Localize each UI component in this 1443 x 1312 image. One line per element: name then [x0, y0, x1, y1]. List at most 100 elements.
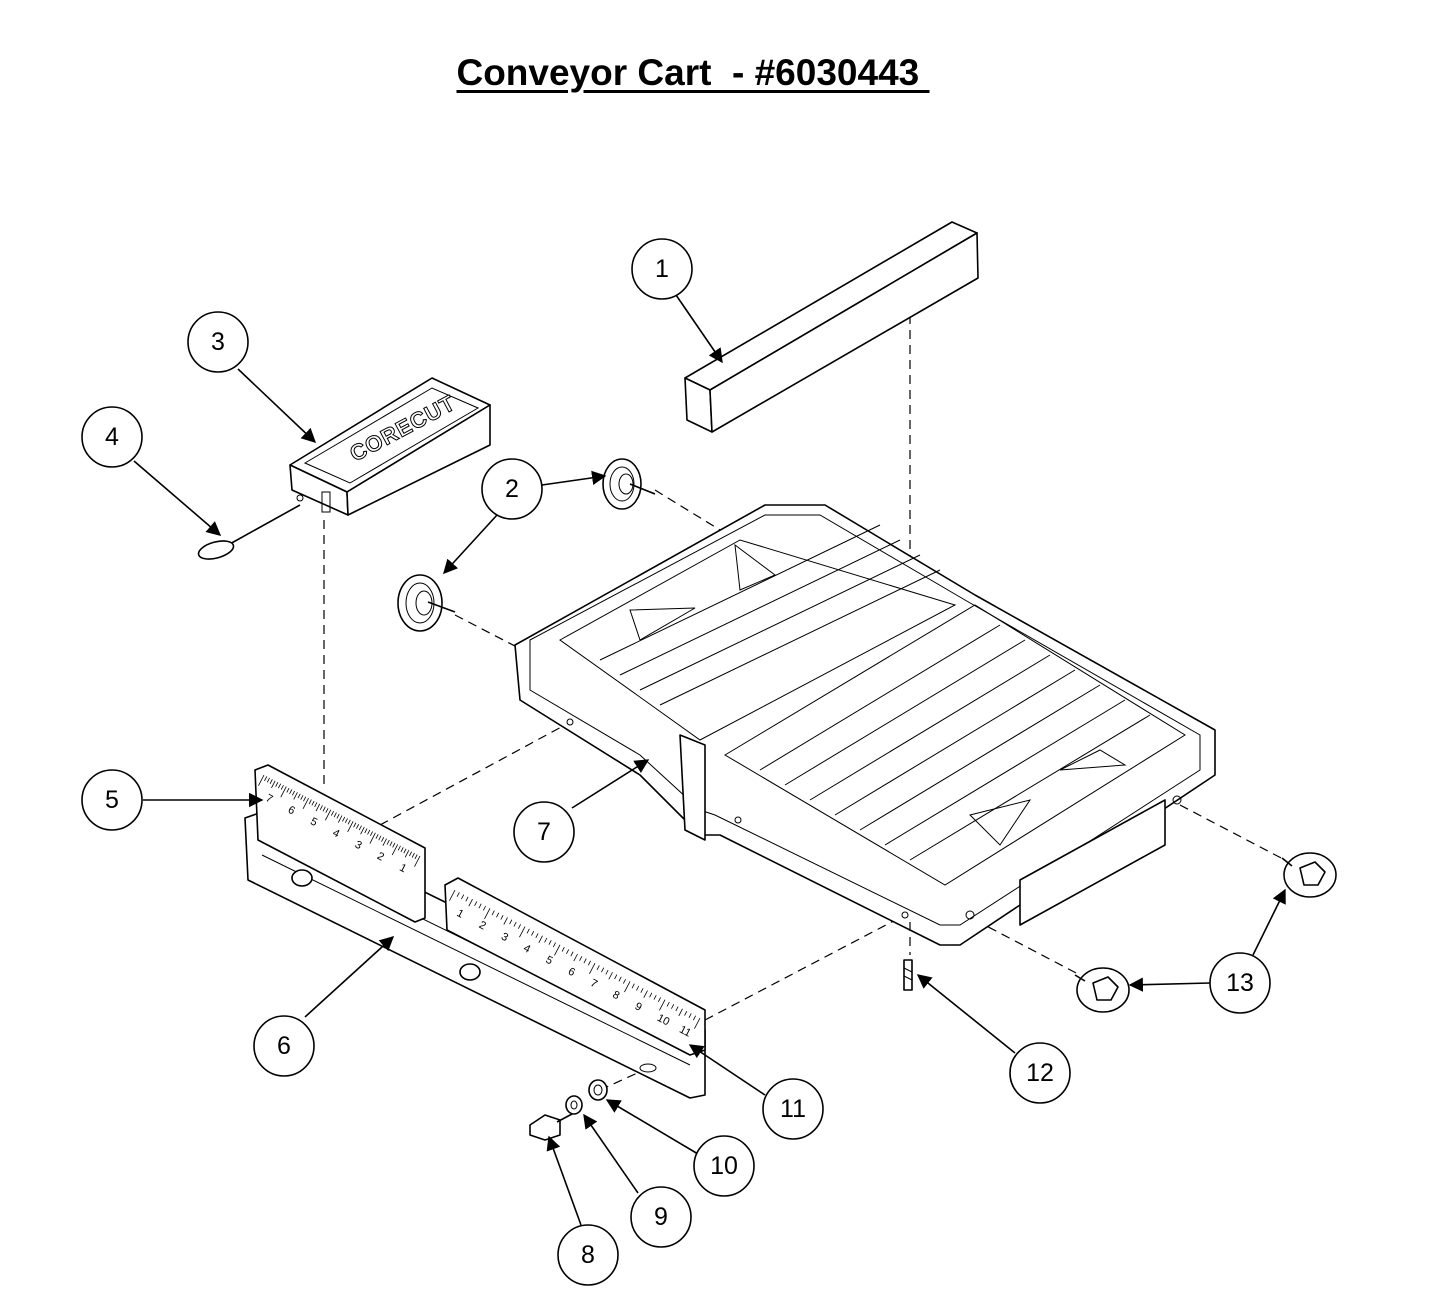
- callout-8-label: 8: [581, 1241, 595, 1269]
- scale-tick: [275, 782, 279, 787]
- callout-12-label: 12: [1026, 1059, 1054, 1087]
- callout-3-label: 3: [211, 328, 225, 356]
- scale-tick: [337, 815, 343, 823]
- callout-2-label: 2: [505, 475, 519, 503]
- part-8-bolt: [529, 1113, 573, 1141]
- scale-tick: [653, 994, 657, 1000]
- scale-number: 8: [610, 989, 621, 1002]
- scale-tick: [519, 926, 526, 938]
- callout-13-label: 13: [1226, 969, 1254, 997]
- scale-number: 6: [566, 966, 577, 979]
- scale-tick: [297, 793, 301, 799]
- scale-tick: [330, 810, 334, 816]
- part-13-bumpers: [1074, 852, 1337, 1013]
- scale-tick: [258, 774, 265, 786]
- scale-tick: [353, 822, 357, 828]
- scale-tick: [566, 949, 570, 955]
- scale-tick: [657, 997, 661, 1003]
- scale-tick: [315, 803, 321, 812]
- scale-tick: [344, 818, 348, 824]
- scale-tick: [474, 901, 478, 907]
- scale-tick: [403, 848, 407, 854]
- scale-tick: [491, 910, 495, 916]
- scale-tick: [552, 942, 556, 948]
- scale-number: 2: [375, 850, 386, 863]
- scale-tick: [319, 805, 323, 810]
- leader-arrows: [133, 294, 1286, 1226]
- part-9-lock-washer: [565, 1095, 583, 1115]
- scale-tick: [414, 854, 418, 860]
- part-10-flat-washer: [588, 1079, 608, 1101]
- scale-tick: [513, 921, 517, 927]
- scale-tick: [659, 999, 666, 1011]
- scale-tick: [587, 960, 591, 966]
- scale-tick: [548, 940, 552, 945]
- scale-tick: [324, 809, 332, 821]
- scale-tick: [456, 892, 460, 897]
- scale-tick: [535, 933, 539, 939]
- scale-tick: [589, 962, 596, 974]
- scale-tick: [465, 896, 469, 902]
- scale-tick: [503, 917, 508, 925]
- scale-tick: [300, 795, 304, 800]
- callout-9: 9: [630, 1186, 692, 1248]
- scale-tick: [278, 783, 282, 789]
- scale-tick: [468, 898, 473, 907]
- scale-tick: [608, 972, 613, 980]
- diagram-title: Conveyor Cart - #6030443: [456, 52, 930, 93]
- scale-number: 10: [655, 1012, 671, 1028]
- scale-tick: [302, 797, 309, 809]
- scale-tick: [381, 837, 385, 842]
- scale-tick: [694, 1017, 701, 1029]
- scale-tick: [269, 779, 273, 784]
- scale-tick: [389, 841, 393, 847]
- scale-tick: [531, 930, 535, 936]
- scale-tick: [561, 946, 565, 952]
- assembly-lines: [323, 315, 1286, 1091]
- scale-tick: [538, 935, 543, 943]
- scale-tick: [601, 967, 605, 973]
- scale-tick: [369, 831, 373, 837]
- scale-tick: [614, 974, 618, 980]
- part-7-cart-tray: [514, 504, 1216, 946]
- callout-7: 7: [513, 801, 575, 863]
- scale-tick: [342, 816, 346, 822]
- callout-2: 2: [481, 458, 543, 520]
- scale-tick: [596, 965, 600, 971]
- scale-tick: [666, 1001, 670, 1007]
- scale-tick: [392, 842, 396, 848]
- scale-tick: [636, 985, 640, 991]
- scale-tick: [303, 796, 307, 802]
- callout-10: 10: [693, 1135, 755, 1197]
- callout-11: 11: [762, 1078, 824, 1140]
- scale-tick: [367, 829, 371, 835]
- scale-tick: [360, 826, 365, 835]
- scale-tick: [631, 983, 635, 989]
- callout-9-label: 9: [654, 1203, 668, 1231]
- scale-tick: [369, 832, 376, 844]
- part-4-pin: [197, 504, 301, 560]
- part-12-screw: [903, 922, 913, 991]
- callout-5: 5: [81, 769, 143, 831]
- callout-4-label: 4: [105, 423, 119, 451]
- scale-tick: [266, 777, 270, 783]
- scale-number: 9: [633, 1000, 644, 1013]
- scale-number: 3: [353, 839, 364, 852]
- scale-tick: [314, 802, 318, 808]
- callout-11-label: 11: [780, 1095, 806, 1123]
- callout-12: 12: [1009, 1042, 1071, 1104]
- callout-13: 13: [1209, 952, 1271, 1014]
- scale-tick: [311, 800, 315, 806]
- scale-tick: [333, 812, 337, 818]
- scale-tick: [280, 786, 287, 798]
- scale-tick: [308, 799, 312, 805]
- callout-8: 8: [557, 1224, 619, 1286]
- scale-tick: [280, 784, 284, 790]
- scale-tick: [293, 792, 298, 800]
- callout-7-label: 7: [537, 818, 551, 846]
- scale-tick: [286, 787, 290, 793]
- scale-tick: [692, 1015, 696, 1021]
- scale-tick: [378, 835, 382, 841]
